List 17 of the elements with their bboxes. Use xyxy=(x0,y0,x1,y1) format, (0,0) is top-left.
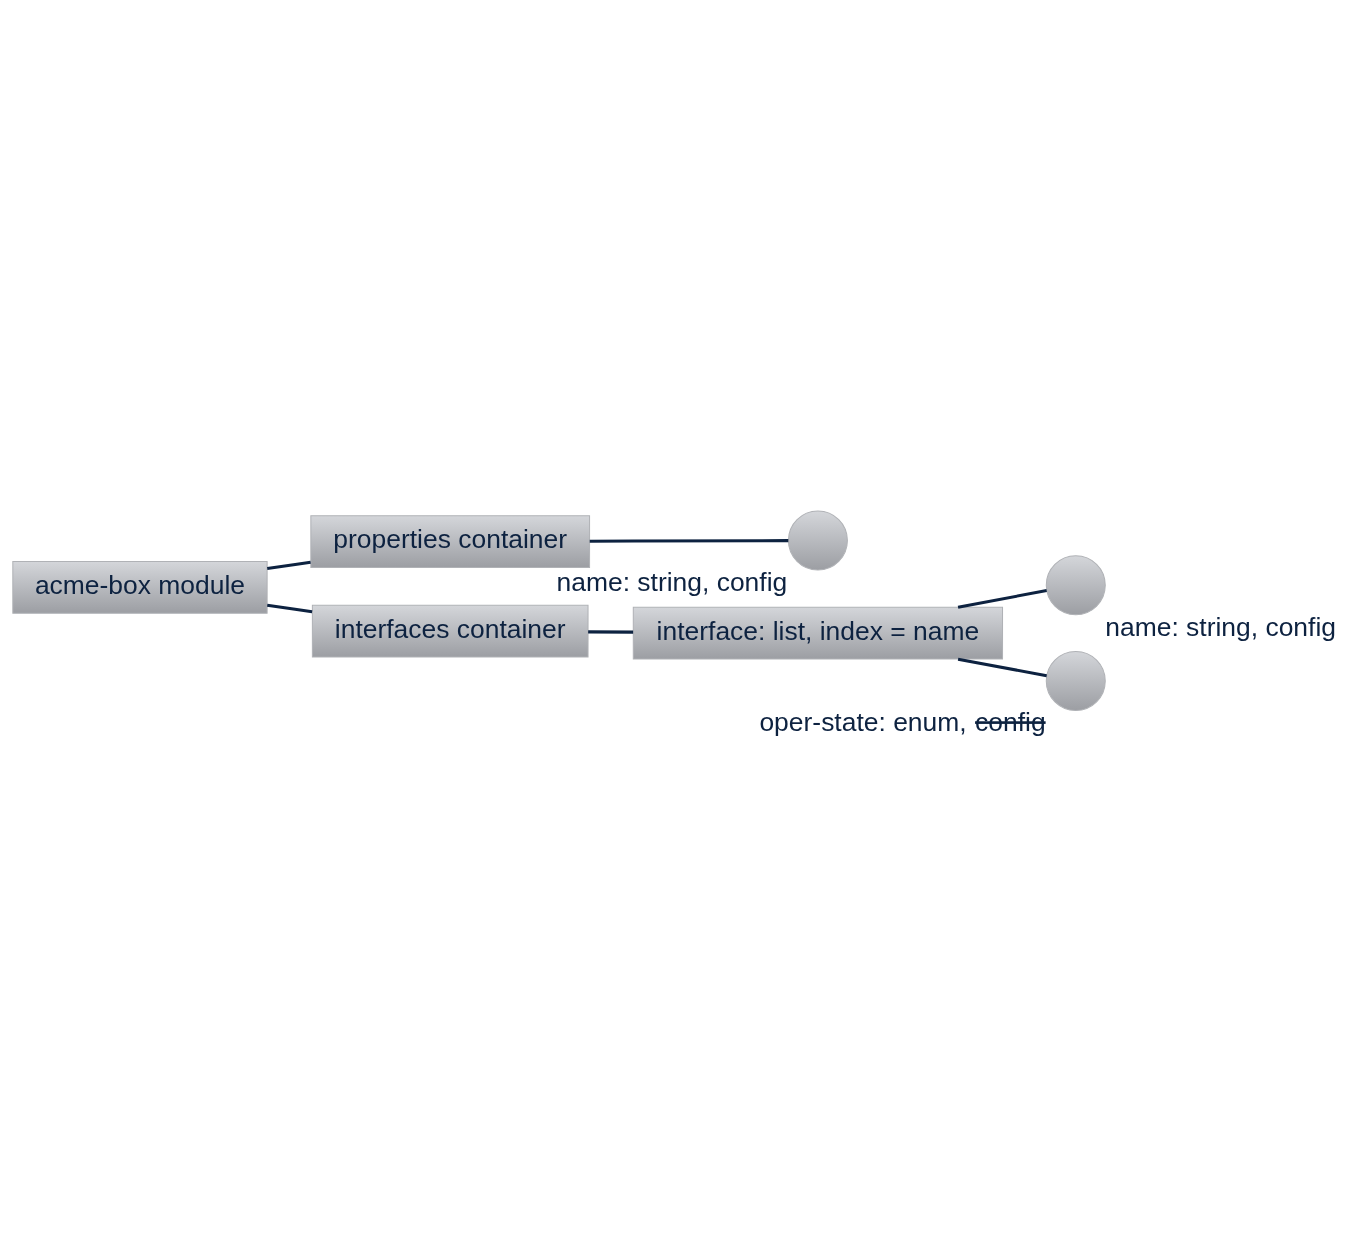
connector xyxy=(589,538,789,543)
node-box: acme-box module xyxy=(12,560,268,614)
node-label: config xyxy=(975,706,1046,737)
node-circle xyxy=(1045,554,1106,615)
connector xyxy=(957,588,1047,609)
node-circle xyxy=(1045,650,1106,711)
connector xyxy=(267,560,311,570)
connector xyxy=(588,629,634,634)
node-box: interface: list, index = name xyxy=(632,606,1004,660)
connector xyxy=(267,603,313,613)
node-label: name: string, config xyxy=(556,566,788,597)
node-label: name: string, config xyxy=(1105,611,1336,642)
node-circle xyxy=(787,510,848,571)
node-box: properties container xyxy=(310,514,591,568)
node-label: oper-state: enum, xyxy=(759,706,967,737)
node-box: interfaces container xyxy=(311,604,589,658)
connector xyxy=(957,657,1047,677)
